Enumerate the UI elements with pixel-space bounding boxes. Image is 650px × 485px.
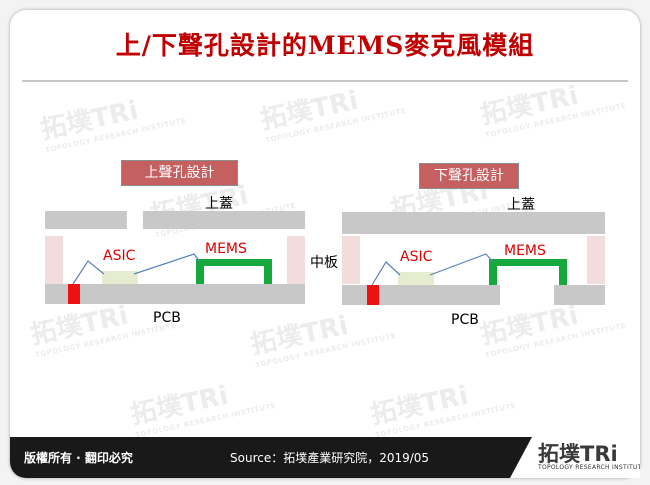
copyright-text: 版權所有 · 翻印必究: [24, 451, 133, 465]
right-module: [342, 212, 605, 305]
left-module: [45, 211, 305, 304]
left-wall-left: [45, 236, 63, 284]
right-pcb-label: PCB: [451, 312, 479, 328]
left-pcb-label: PCB: [153, 310, 181, 326]
middle-board-label: 中板: [310, 255, 338, 271]
title-divider: [22, 80, 628, 82]
footer-bar: 版權所有 · 翻印必究 Source：拓墣產業研究院，2019/05 拓墣TRi…: [10, 437, 640, 478]
left-mems-label: MEMS: [205, 241, 247, 257]
brand-logo-tagline: TOPOLOGY RESEARCH INSTITUTE: [538, 464, 646, 471]
left-diagram-heading: 上聲孔設計: [121, 160, 238, 186]
right-diagram-heading: 下聲孔設計: [419, 163, 519, 189]
brand-logo: 拓墣TRi: [538, 438, 618, 468]
left-lid-segment-right: [143, 211, 305, 229]
brand-logo-text: 拓墣TRi: [538, 442, 618, 466]
left-mems-chip: [196, 259, 272, 284]
right-lid-label: 上蓋: [507, 197, 535, 213]
right-asic-label: ASIC: [400, 249, 433, 265]
right-wall-left: [342, 236, 360, 284]
right-pcb-segment-left: [342, 285, 500, 305]
right-mems-label: MEMS: [504, 243, 546, 259]
left-wall-right: [287, 236, 305, 284]
right-asic-chip: [398, 272, 434, 285]
logo-panel: 拓墣TRi TOPOLOGY RESEARCH INSTITUTE: [510, 437, 640, 478]
right-mems-chip: [489, 259, 567, 285]
right-lid: [342, 212, 605, 234]
right-wall-right: [587, 236, 605, 284]
right-red-pad: [367, 285, 379, 305]
left-asic-label: ASIC: [103, 248, 136, 264]
left-asic-chip: [102, 271, 138, 284]
right-wire-asic-mems: [429, 253, 494, 276]
left-wire-asic-mems: [133, 253, 201, 275]
left-pcb: [45, 284, 305, 304]
left-lid-segment-left: [45, 211, 127, 229]
left-lid-label: 上蓋: [205, 196, 233, 212]
right-wire-pad-asic: [371, 261, 401, 286]
right-pcb-segment-right: [554, 285, 605, 305]
source-text: Source：拓墣產業研究院，2019/05: [230, 451, 430, 465]
page-title: 上/下聲孔設計的MEMS麥克風模組: [115, 31, 535, 60]
left-wire-pad-asic: [72, 260, 105, 285]
left-red-pad: [68, 284, 80, 304]
